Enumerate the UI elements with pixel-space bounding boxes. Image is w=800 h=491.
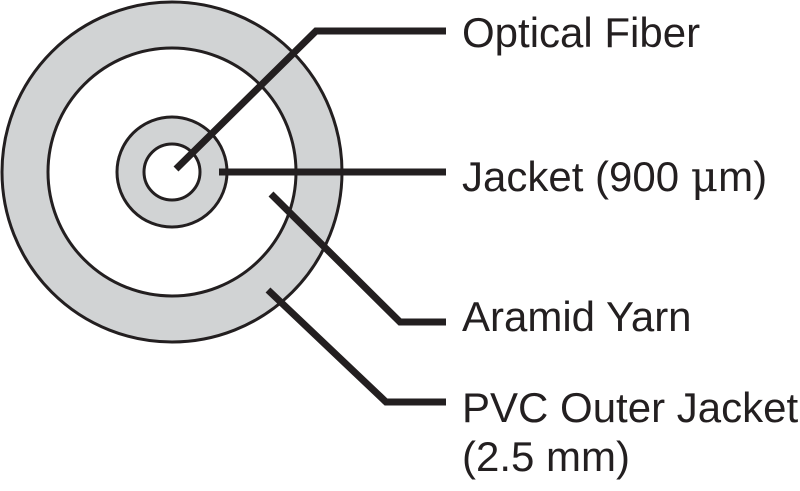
leader-line-pvc-outer-jacket	[265, 287, 446, 406]
labels: Optical Fiber Jacket (900 μm) Aramid Yar…	[462, 9, 798, 480]
label-jacket-mu-symbol: μ	[691, 152, 718, 201]
label-optical-fiber: Optical Fiber	[462, 9, 700, 56]
label-jacket-suffix: m)	[718, 153, 767, 200]
label-jacket: Jacket (900 μm)	[462, 152, 767, 201]
label-pvc-outer-jacket: PVC Outer Jacket	[462, 384, 798, 431]
label-pvc-outer-jacket-size: (2.5 mm)	[462, 433, 630, 480]
label-jacket-prefix: Jacket (900	[462, 153, 691, 200]
leader-lines	[173, 27, 446, 406]
leader-line-aramid-yarn	[268, 191, 446, 326]
leader-line-optical-fiber	[173, 27, 446, 172]
label-aramid-yarn: Aramid Yarn	[462, 293, 692, 340]
